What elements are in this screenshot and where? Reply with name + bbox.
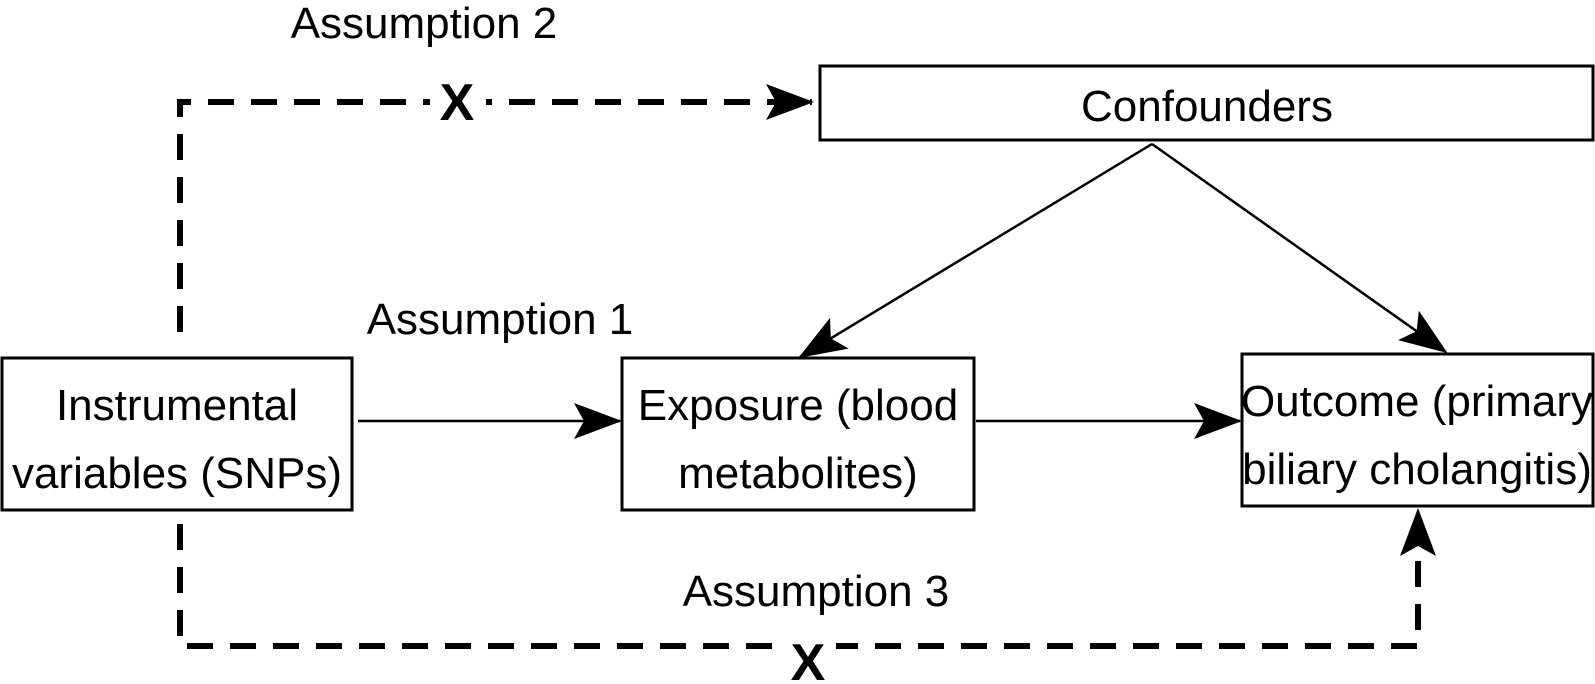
assumption-2-x-backing	[430, 74, 486, 132]
exposure-label-line2: metabolites)	[678, 449, 918, 498]
exposure-box	[620, 356, 976, 512]
confounders-to-outcome-arrow	[1151, 142, 1448, 354]
assumption-3-label: Assumption 3	[683, 567, 950, 616]
instrument-box	[0, 356, 354, 512]
outcome-label-line2: biliary cholangitis)	[1242, 445, 1592, 494]
outcome-box	[1240, 352, 1595, 508]
assumption-2-x-marker: X	[440, 74, 475, 132]
assumption-2-dashed-arrow	[177, 84, 814, 332]
confounders-label: Confounders	[1081, 82, 1333, 131]
assumption-3-x-backing	[780, 622, 836, 684]
confounders-to-exposure-arrow	[798, 142, 1153, 359]
outcome-label-line1: Outcome (primary	[1241, 377, 1593, 426]
exposure-label-line1: Exposure (blood	[638, 381, 958, 430]
assumption-3-x-marker: X	[791, 634, 826, 684]
instrument-label-line2: variables (SNPs)	[12, 449, 342, 498]
instrument-label-line1: Instrumental	[56, 381, 298, 430]
assumption-1-label: Assumption 1	[367, 295, 634, 344]
confounders-box	[818, 64, 1595, 142]
assumption-2-label: Assumption 2	[291, 0, 558, 48]
